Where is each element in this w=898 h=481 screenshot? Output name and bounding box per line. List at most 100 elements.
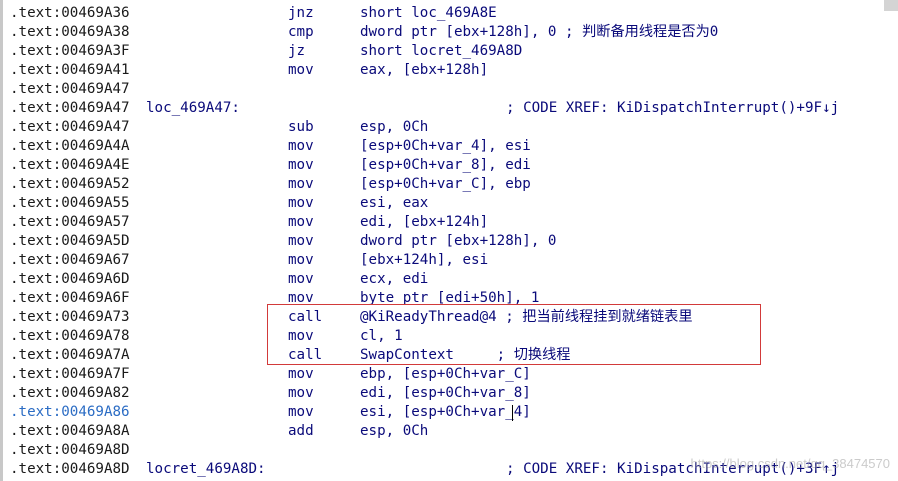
xref-comment[interactable]: ; CODE XREF: KiDispatchInterrupt()+9F↓j <box>506 100 840 116</box>
listing-row[interactable]: .text:00469A52 mov [esp+0Ch+var_C], ebp <box>0 175 898 194</box>
operands[interactable]: byte ptr [edi+50h], 1 <box>360 290 540 306</box>
listing-row[interactable]: .text:00469A5D mov dword ptr [ebx+128h], 0 <box>0 232 898 251</box>
operands[interactable]: eax, [ebx+128h] <box>360 62 489 78</box>
address[interactable]: .text:00469A4E <box>10 157 130 173</box>
listing-row[interactable]: .text:00469A6D mov ecx, edi <box>0 270 898 289</box>
mnemonic[interactable]: mov <box>288 233 314 249</box>
mnemonic[interactable]: call <box>288 347 323 363</box>
mnemonic[interactable]: mov <box>288 404 314 420</box>
mnemonic[interactable]: mov <box>288 366 314 382</box>
listing-row[interactable]: .text:00469A82 mov edi, [esp+0Ch+var_8] <box>0 384 898 403</box>
listing-row[interactable]: .text:00469A47 sub esp, 0Ch <box>0 118 898 137</box>
address[interactable]: .text:00469A5D <box>10 233 130 249</box>
address[interactable]: .text:00469A55 <box>10 195 130 211</box>
mnemonic[interactable]: mov <box>288 157 314 173</box>
listing-row[interactable]: .text:00469A67 mov [ebx+124h], esi <box>0 251 898 270</box>
address[interactable]: .text:00469A8D <box>10 442 130 458</box>
address[interactable]: .text:00469A47 <box>10 81 130 97</box>
mnemonic[interactable]: mov <box>288 195 314 211</box>
mnemonic[interactable]: mov <box>288 214 314 230</box>
scroll-corner[interactable] <box>884 0 898 11</box>
left-margin-bar <box>0 0 3 481</box>
mnemonic[interactable]: mov <box>288 252 314 268</box>
mnemonic[interactable]: sub <box>288 119 314 135</box>
operands[interactable]: [esp+0Ch+var_C], ebp <box>360 176 531 192</box>
operands[interactable]: dword ptr [ebx+128h], 0 <box>360 233 557 249</box>
listing-row[interactable]: .text:00469A4A mov [esp+0Ch+var_4], esi <box>0 137 898 156</box>
code-label[interactable]: loc_469A47: <box>146 100 240 116</box>
listing-row[interactable]: .text:00469A6F mov byte ptr [edi+50h], 1 <box>0 289 898 308</box>
mnemonic[interactable]: jz <box>288 43 306 59</box>
address[interactable]: .text:00469A7A <box>10 347 130 363</box>
address[interactable]: .text:00469A7F <box>10 366 130 382</box>
operands[interactable]: cl, 1 <box>360 328 403 344</box>
address[interactable]: .text:00469A73 <box>10 309 130 325</box>
listing-row[interactable]: .text:00469A38 cmp dword ptr [ebx+128h], 0… <box>0 23 898 42</box>
listing-row[interactable]: .text:00469A3F jz short locret_469A8D <box>0 42 898 61</box>
mnemonic[interactable]: jnz <box>288 5 314 21</box>
listing-row[interactable]: .text:00469A8D locret_469A8D: ; CODE XREF:… <box>0 460 898 479</box>
operands[interactable]: esi, [esp+0Ch+var_4] <box>360 404 531 420</box>
mnemonic[interactable]: cmp <box>288 24 314 40</box>
address[interactable]: .text:00469A82 <box>10 385 130 401</box>
mnemonic[interactable]: add <box>288 423 314 439</box>
operands[interactable]: ecx, edi <box>360 271 429 287</box>
mnemonic[interactable]: mov <box>288 290 314 306</box>
operands[interactable]: [esp+0Ch+var_8], edi <box>360 157 531 173</box>
code-label[interactable]: locret_469A8D: <box>146 461 266 477</box>
listing-row[interactable]: .text:00469A55 mov esi, eax <box>0 194 898 213</box>
operands[interactable]: short loc_469A8E <box>360 5 497 21</box>
listing-row[interactable]: .text:00469A8D <box>0 441 898 460</box>
operands[interactable]: @KiReadyThread@4 ; 把当前线程挂到就绪链表里 <box>360 309 693 325</box>
address[interactable]: .text:00469A4A <box>10 138 130 154</box>
operands[interactable]: dword ptr [ebx+128h], 0 ; 判断备用线程是否为0 <box>360 24 719 40</box>
mnemonic[interactable]: mov <box>288 385 314 401</box>
mnemonic[interactable]: mov <box>288 328 314 344</box>
address[interactable]: .text:00469A3F <box>10 43 130 59</box>
listing-row[interactable]: .text:00469A73 call @KiReadyThread@4 ; 把当前… <box>0 308 898 327</box>
mnemonic[interactable]: mov <box>288 176 314 192</box>
listing-row[interactable]: .text:00469A4E mov [esp+0Ch+var_8], edi <box>0 156 898 175</box>
listing-row[interactable]: .text:00469A47 loc_469A47: ; CODE XREF: Ki… <box>0 99 898 118</box>
address[interactable]: .text:00469A78 <box>10 328 130 344</box>
operands[interactable]: ebp, [esp+0Ch+var_C] <box>360 366 531 382</box>
operands[interactable]: esp, 0Ch <box>360 423 429 439</box>
operands[interactable]: [esp+0Ch+var_4], esi <box>360 138 531 154</box>
operands[interactable]: edi, [ebx+124h] <box>360 214 489 230</box>
listing-row[interactable]: .text:00469A41 mov eax, [ebx+128h] <box>0 61 898 80</box>
operands[interactable]: esi, eax <box>360 195 429 211</box>
operands[interactable]: short locret_469A8D <box>360 43 523 59</box>
address[interactable]: .text:00469A86 <box>10 404 130 420</box>
listing-row[interactable]: .text:00469A7F mov ebp, [esp+0Ch+var_C] <box>0 365 898 384</box>
address[interactable]: .text:00469A38 <box>10 24 130 40</box>
operands[interactable]: [ebx+124h], esi <box>360 252 489 268</box>
address[interactable]: .text:00469A52 <box>10 176 130 192</box>
listing-row[interactable]: .text:00469A8A add esp, 0Ch <box>0 422 898 441</box>
listing-row[interactable]: .text:00469A7A call SwapContext ; 切换线程 <box>0 346 898 365</box>
address[interactable]: .text:00469A47 <box>10 119 130 135</box>
listing-row[interactable]: .text:00469A57 mov edi, [ebx+124h] <box>0 213 898 232</box>
listing-row[interactable]: .text:00469A86 mov esi, [esp+0Ch+var_4] <box>0 403 898 422</box>
mnemonic[interactable]: mov <box>288 62 314 78</box>
listing-row[interactable]: .text:00469A47 <box>0 80 898 99</box>
address[interactable]: .text:00469A47 <box>10 100 130 116</box>
address[interactable]: .text:00469A57 <box>10 214 130 230</box>
address[interactable]: .text:00469A6F <box>10 290 130 306</box>
listing-row[interactable]: .text:00469A36 jnz short loc_469A8E <box>0 4 898 23</box>
operands[interactable]: SwapContext ; 切换线程 <box>360 347 571 363</box>
address[interactable]: .text:00469A8D <box>10 461 130 477</box>
xref-comment[interactable]: ; CODE XREF: KiDispatchInterrupt()+3F↑j <box>506 461 840 477</box>
listing-row[interactable]: .text:00469A78 mov cl, 1 <box>0 327 898 346</box>
address[interactable]: .text:00469A8A <box>10 423 130 439</box>
mnemonic[interactable]: call <box>288 309 323 325</box>
operands[interactable]: edi, [esp+0Ch+var_8] <box>360 385 531 401</box>
address[interactable]: .text:00469A41 <box>10 62 130 78</box>
address[interactable]: .text:00469A67 <box>10 252 130 268</box>
mnemonic[interactable]: mov <box>288 138 314 154</box>
address[interactable]: .text:00469A36 <box>10 5 130 21</box>
address[interactable]: .text:00469A6D <box>10 271 130 287</box>
watermark: https://blog.csdn.net/qq_38474570 <box>690 456 891 471</box>
mnemonic[interactable]: mov <box>288 271 314 287</box>
operands[interactable]: esp, 0Ch <box>360 119 429 135</box>
